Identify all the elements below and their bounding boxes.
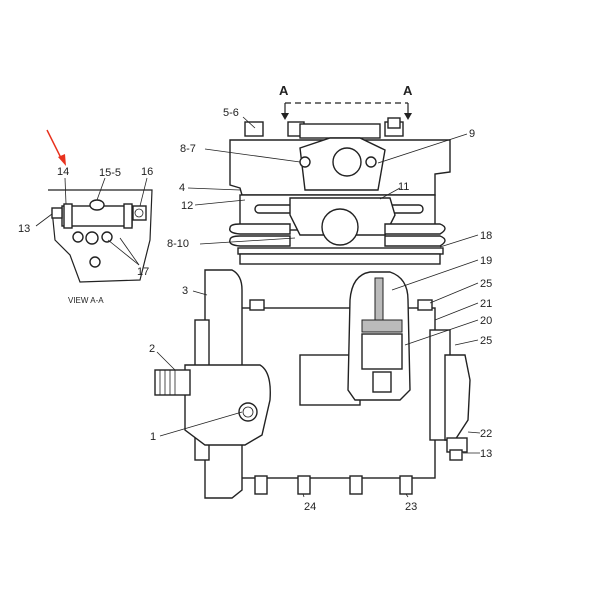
label-19: 19 bbox=[480, 255, 492, 267]
label-13-main: 13 bbox=[480, 448, 492, 460]
crankcase bbox=[239, 271, 471, 495]
label-18: 18 bbox=[480, 230, 492, 242]
label-14: 14 bbox=[57, 166, 69, 178]
label-22: 22 bbox=[480, 428, 492, 440]
label-23: 23 bbox=[405, 501, 417, 513]
section-marker bbox=[281, 102, 412, 120]
view-caption: VIEW A-A bbox=[68, 296, 104, 305]
drive-flange bbox=[154, 269, 271, 499]
label-12: 12 bbox=[181, 200, 193, 212]
label-5-6: 5-6 bbox=[223, 107, 239, 119]
label-9: 9 bbox=[469, 128, 475, 140]
label-21: 21 bbox=[480, 298, 492, 310]
label-25-upper: 25 bbox=[480, 278, 492, 290]
label-17: 17 bbox=[137, 266, 149, 278]
leader-lines bbox=[156, 116, 481, 498]
label-20: 20 bbox=[480, 315, 492, 327]
label-24: 24 bbox=[304, 501, 316, 513]
label-3: 3 bbox=[182, 285, 188, 297]
label-13-view: 13 bbox=[18, 223, 30, 235]
label-15-5: 15-5 bbox=[99, 167, 121, 179]
label-2: 2 bbox=[149, 343, 155, 355]
label-16: 16 bbox=[141, 166, 153, 178]
section-marker-right: A bbox=[403, 83, 413, 98]
label-11: 11 bbox=[398, 181, 409, 193]
cylinder-head bbox=[229, 117, 451, 265]
label-8-7: 8-7 bbox=[180, 143, 196, 155]
view-a-a-detail bbox=[35, 177, 153, 283]
label-4: 4 bbox=[179, 182, 185, 194]
label-1: 1 bbox=[150, 431, 156, 443]
label-8-10: 8-10 bbox=[167, 238, 189, 250]
red-arrow-icon bbox=[46, 129, 66, 166]
section-marker-left: A bbox=[279, 83, 289, 98]
label-25-lower: 25 bbox=[480, 335, 492, 347]
